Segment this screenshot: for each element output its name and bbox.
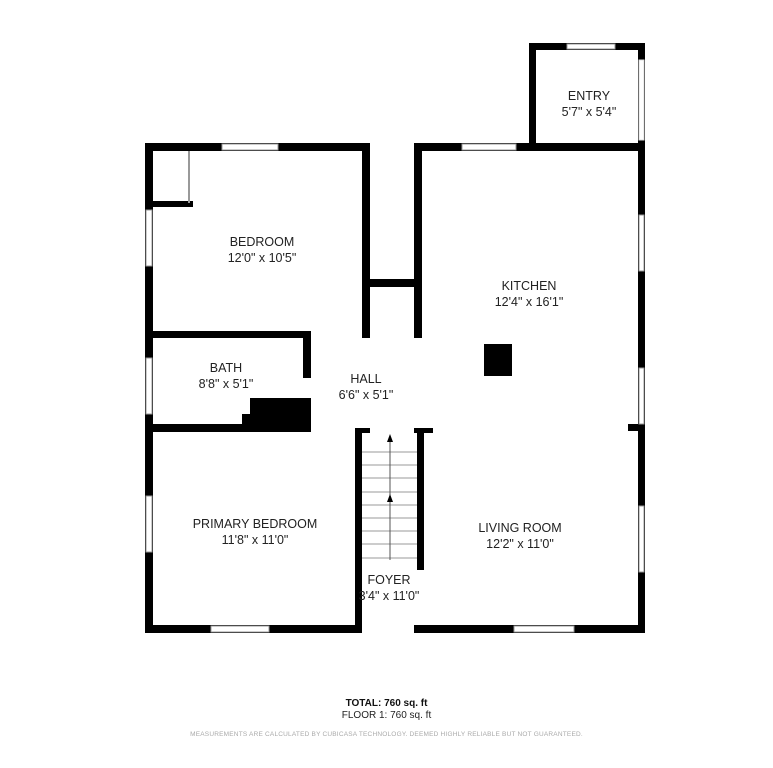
floor-area: FLOOR 1: 760 sq. ft <box>341 710 432 721</box>
total-area: TOTAL: 760 sq. ft <box>345 698 428 709</box>
room-bath: BATH 8'8" x 5'1" <box>199 360 254 392</box>
room-size: 12'0" x 10'5" <box>227 251 297 265</box>
room-name: FOYER <box>367 573 411 587</box>
room-name: LIVING ROOM <box>478 521 562 535</box>
room-size: 11'8" x 11'0" <box>221 533 289 547</box>
room-size: 12'4" x 16'1" <box>494 295 564 309</box>
room-primary-bedroom: PRIMARY BEDROOM 11'8" x 11'0" <box>193 516 318 548</box>
room-living-room: LIVING ROOM 12'2" x 11'0" <box>478 520 561 552</box>
room-name: PRIMARY BEDROOM <box>192 517 318 531</box>
windows <box>145 43 645 633</box>
room-size: 12'2" x 11'0" <box>486 537 554 551</box>
room-entry: ENTRY 5'7" x 5'4" <box>562 88 617 120</box>
room-name: BATH <box>209 361 243 375</box>
room-foyer: FOYER 3'4" x 11'0" <box>359 572 420 604</box>
room-name: ENTRY <box>567 89 611 103</box>
room-name: HALL <box>350 372 382 386</box>
room-name: KITCHEN <box>501 279 557 293</box>
room-hall: HALL 6'6" x 5'1" <box>339 371 394 403</box>
room-kitchen: KITCHEN 12'4" x 16'1" <box>495 278 564 310</box>
disclaimer: MEASUREMENTS ARE CALCULATED BY CUBICASA … <box>190 731 583 738</box>
room-name: BEDROOM <box>229 235 295 249</box>
stair-arrows <box>387 434 393 502</box>
room-size: 5'7" x 5'4" <box>561 105 617 119</box>
room-size: 3'4" x 11'0" <box>358 589 420 603</box>
room-size: 8'8" x 5'1" <box>198 377 254 391</box>
room-size: 6'6" x 5'1" <box>338 388 394 402</box>
room-bedroom: BEDROOM 12'0" x 10'5" <box>228 234 297 266</box>
